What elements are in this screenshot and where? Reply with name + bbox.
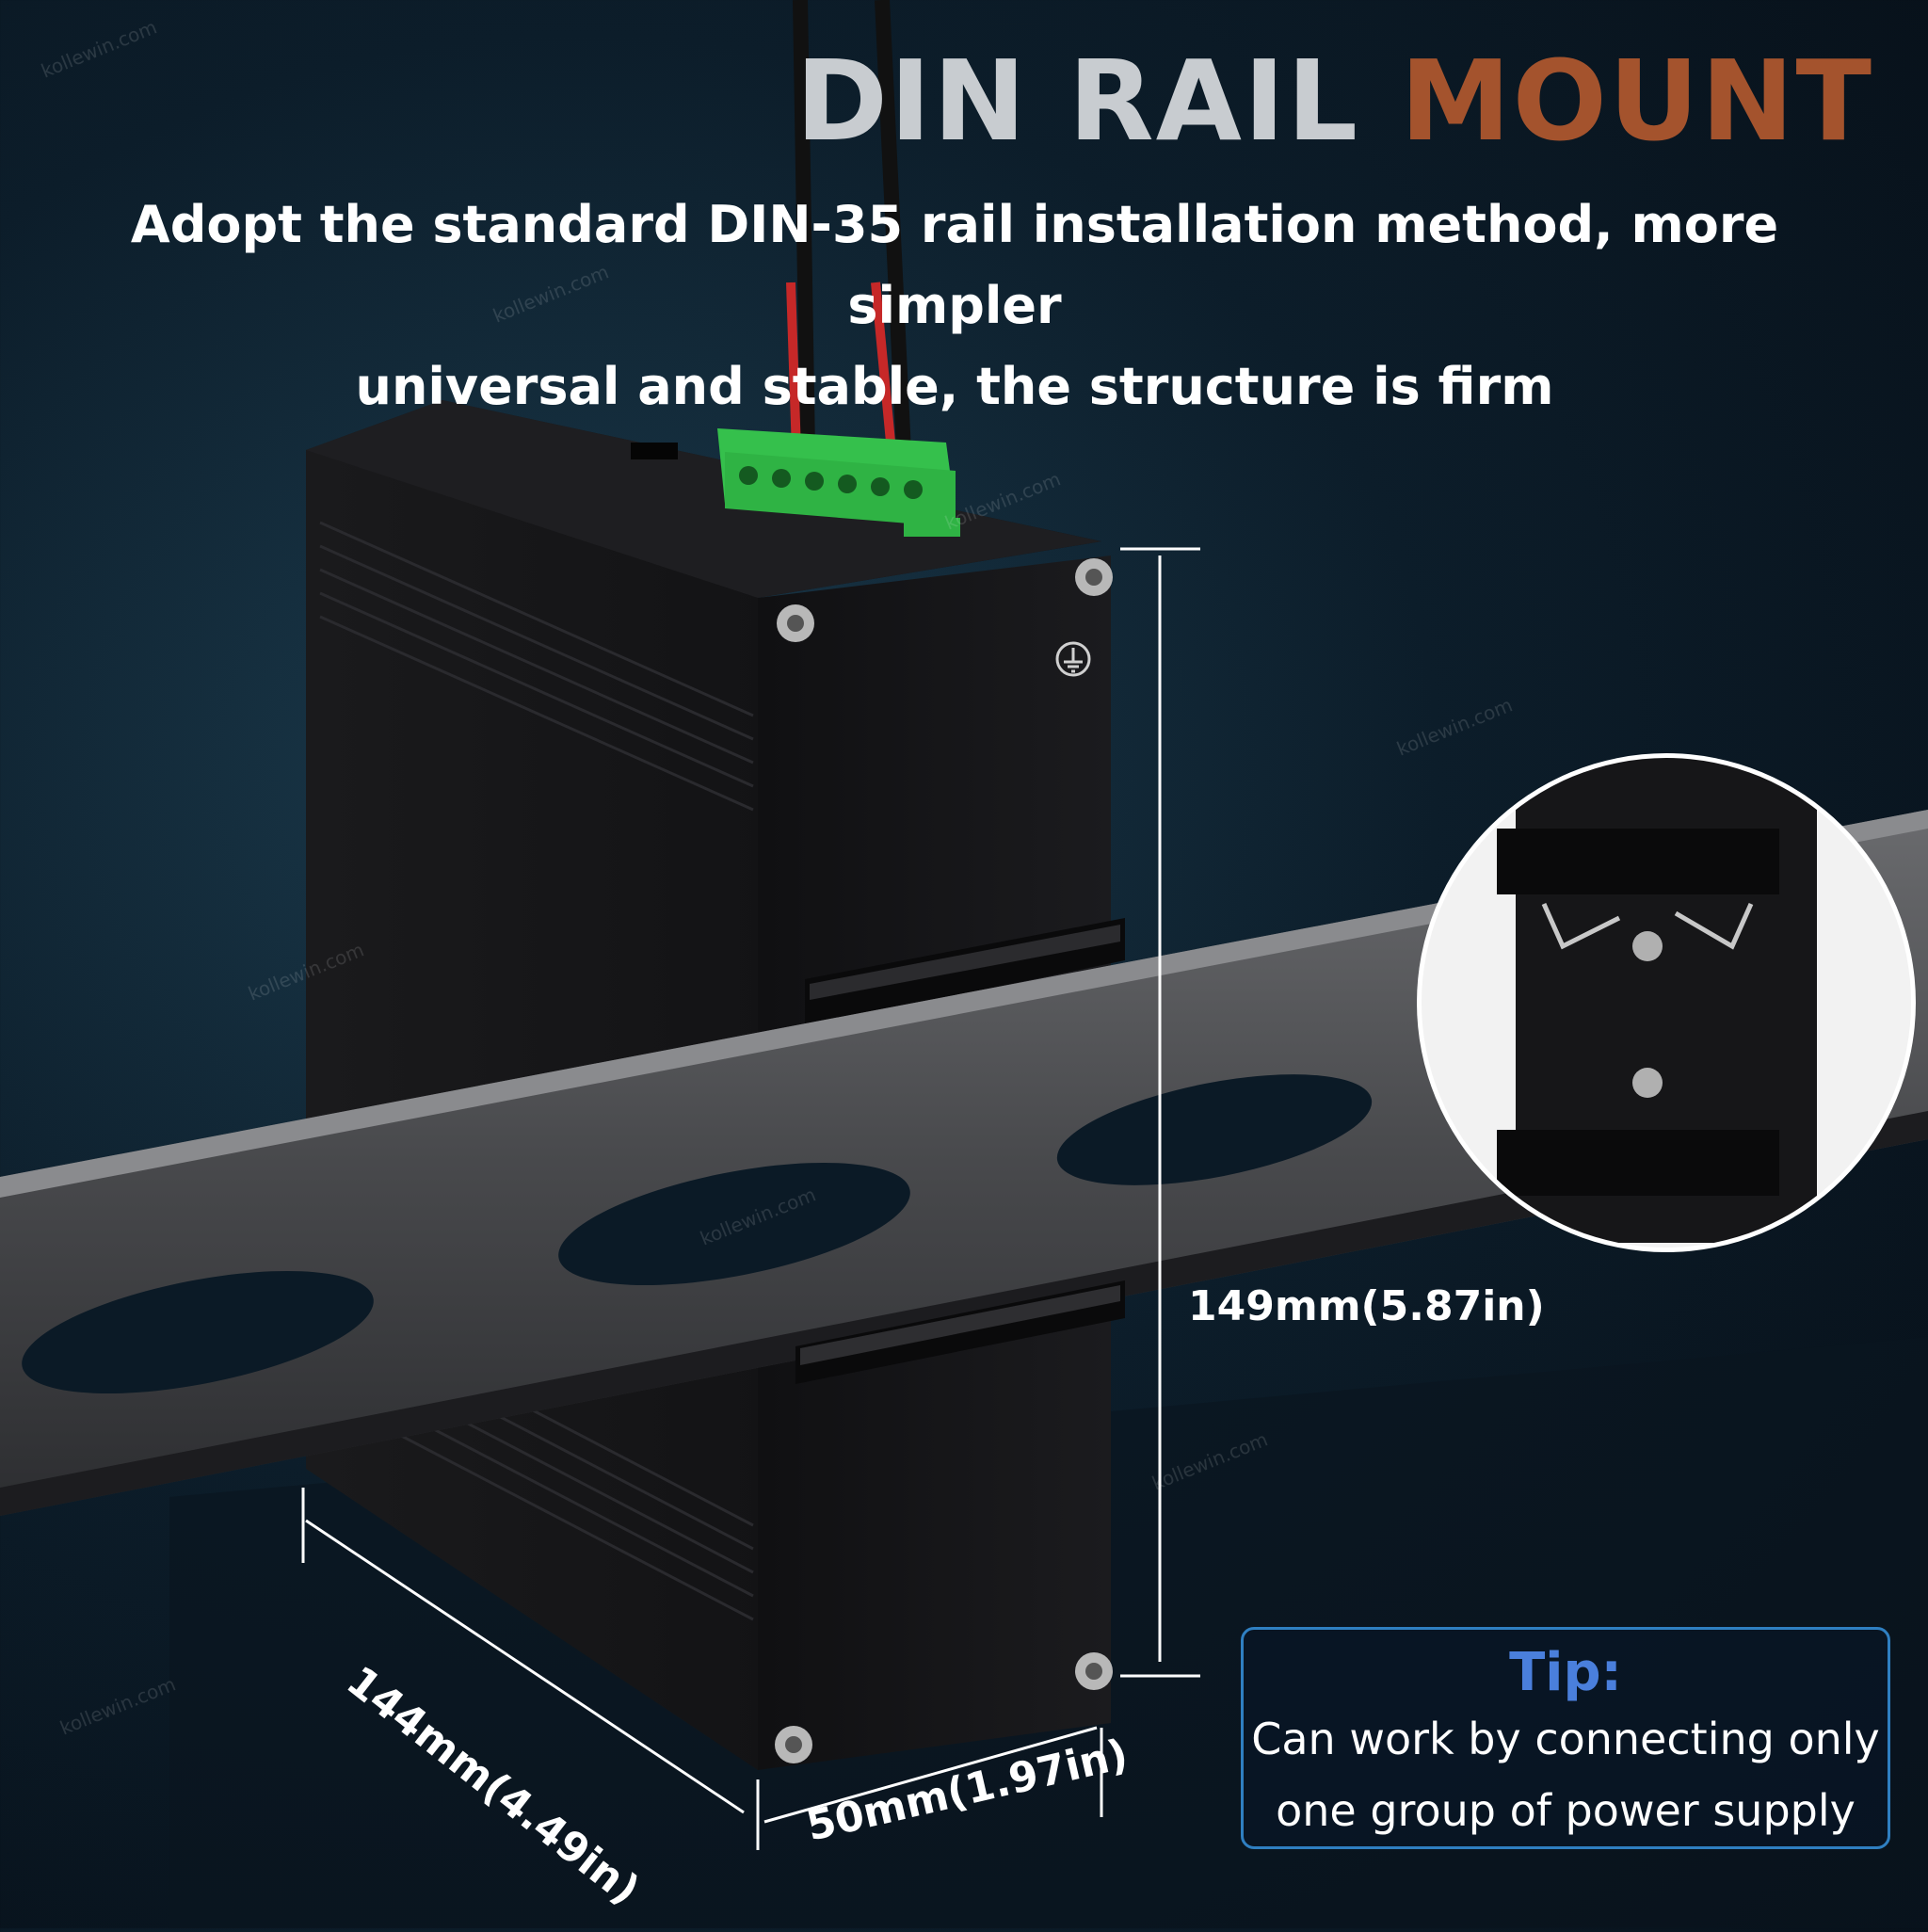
page-title: DIN RAIL MOUNT	[0, 45, 1873, 156]
subtitle-line-2: universal and stable, the structure is f…	[355, 357, 1554, 416]
tip-line-1: Can work by connecting only	[1251, 1714, 1880, 1764]
zoom-detail	[1417, 753, 1916, 1252]
tip-line-2: one group of power supply	[1276, 1785, 1856, 1836]
terminal-block	[717, 428, 960, 537]
tip-title: Tip:	[1509, 1642, 1622, 1703]
dimension-lines	[301, 547, 1200, 1850]
screw-icon	[775, 558, 1113, 1763]
subtitle: Adopt the standard DIN-35 rail installat…	[38, 185, 1872, 427]
ground-symbol-icon	[1055, 641, 1091, 677]
title-word-din-rail: DIN RAIL	[795, 36, 1401, 166]
power-cables	[786, 0, 911, 453]
height-dimension-label: 149mm(5.87in)	[1188, 1282, 1545, 1330]
subtitle-line-1: Adopt the standard DIN-35 rail installat…	[130, 195, 1779, 335]
tip-box: Tip: Can work by connecting only one gro…	[1241, 1627, 1890, 1849]
title-word-mount: MOUNT	[1400, 36, 1873, 166]
